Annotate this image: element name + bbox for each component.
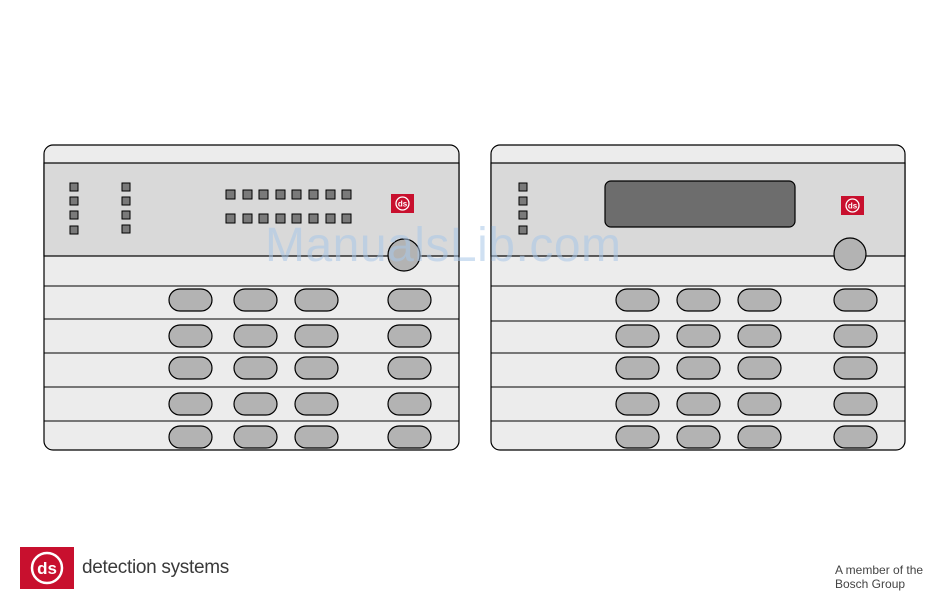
key[interactable]: [169, 289, 212, 311]
key[interactable]: [169, 426, 212, 448]
key[interactable]: [834, 357, 877, 379]
member-line-2: Bosch Group: [835, 577, 923, 591]
keypad-right-logo-text: ds: [848, 202, 858, 211]
key[interactable]: [388, 426, 431, 448]
key[interactable]: [295, 289, 338, 311]
key[interactable]: [834, 325, 877, 347]
key[interactable]: [169, 393, 212, 415]
key[interactable]: [677, 357, 720, 379]
member-line-1: A member of the: [835, 563, 923, 577]
key[interactable]: [738, 393, 781, 415]
key[interactable]: [388, 289, 431, 311]
key[interactable]: [169, 325, 212, 347]
keypad-right-round-button[interactable]: [834, 238, 866, 270]
key[interactable]: [388, 393, 431, 415]
footer-brand: ds detection systems: [20, 547, 229, 589]
key[interactable]: [677, 426, 720, 448]
key[interactable]: [169, 357, 212, 379]
key[interactable]: [234, 426, 277, 448]
key[interactable]: [834, 393, 877, 415]
key[interactable]: [295, 357, 338, 379]
key[interactable]: [234, 393, 277, 415]
key[interactable]: [738, 325, 781, 347]
brand-logo-text: ds: [37, 559, 57, 578]
key[interactable]: [295, 325, 338, 347]
key[interactable]: [295, 393, 338, 415]
key[interactable]: [677, 325, 720, 347]
key[interactable]: [388, 357, 431, 379]
group-membership: A member of the Bosch Group: [835, 563, 923, 591]
keypad-right-logo: ds: [841, 196, 864, 215]
key[interactable]: [834, 426, 877, 448]
key[interactable]: [834, 289, 877, 311]
brand-logo-icon: ds: [20, 547, 74, 589]
lcd-display: [605, 181, 795, 227]
key[interactable]: [616, 426, 659, 448]
watermark: ManualsLib.com: [265, 218, 622, 273]
key[interactable]: [234, 357, 277, 379]
key[interactable]: [616, 357, 659, 379]
key[interactable]: [616, 393, 659, 415]
key[interactable]: [234, 325, 277, 347]
key[interactable]: [677, 289, 720, 311]
key[interactable]: [616, 325, 659, 347]
key[interactable]: [677, 393, 720, 415]
key[interactable]: [738, 426, 781, 448]
keypad-right: ds: [491, 145, 905, 450]
keypad-left-logo-text: ds: [398, 200, 408, 209]
keypad-left: ds: [44, 145, 459, 450]
brand-name: detection systems: [82, 557, 229, 579]
key[interactable]: [234, 289, 277, 311]
keypad-left-logo: ds: [391, 194, 414, 213]
key[interactable]: [738, 289, 781, 311]
key[interactable]: [295, 426, 338, 448]
key[interactable]: [388, 325, 431, 347]
key[interactable]: [738, 357, 781, 379]
key[interactable]: [616, 289, 659, 311]
